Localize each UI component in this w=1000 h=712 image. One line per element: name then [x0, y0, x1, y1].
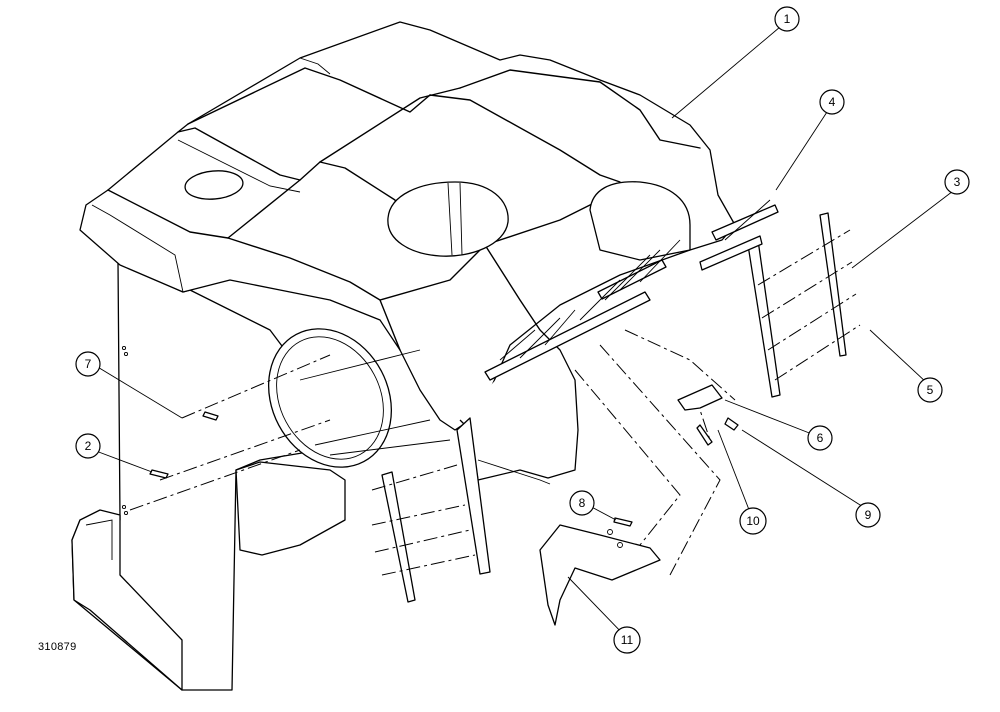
callout-10-label: 10 — [746, 514, 760, 528]
hood-lower-base-edge — [85, 519, 113, 560]
figure-number: 310879 — [38, 641, 77, 653]
callout-11: 11 — [613, 626, 641, 654]
callout-leaders — [95, 26, 958, 638]
front-round-opening — [267, 328, 393, 468]
callout-9-label: 9 — [865, 508, 872, 522]
hood-ridge-7 — [429, 94, 621, 183]
clip-6 — [677, 384, 723, 411]
assembly-lines — [129, 229, 861, 576]
hood-ridge-3 — [187, 67, 431, 125]
far-right-strip — [819, 212, 847, 357]
hood-ridge-10 — [91, 204, 184, 293]
hood-center-slot — [235, 461, 346, 556]
hardware-parts — [149, 384, 739, 626]
hood-ridge-12 — [177, 139, 301, 193]
hood-ridge-5 — [227, 237, 401, 351]
bolt-10 — [696, 424, 713, 446]
washer — [607, 529, 613, 535]
screw-2 — [149, 469, 169, 479]
callout-3: 3 — [944, 169, 970, 195]
column-hole — [123, 510, 129, 516]
center-angle-bracket — [484, 291, 651, 381]
column-hole — [121, 345, 127, 351]
callout-10: 10 — [739, 507, 767, 535]
seal-strips — [381, 204, 847, 603]
upper-angle-bracket — [597, 259, 667, 300]
hood-ridge-8 — [484, 244, 541, 331]
callout-6: 6 — [807, 425, 833, 451]
callout-2: 2 — [75, 433, 101, 459]
screw-8 — [613, 517, 633, 527]
nut-9 — [724, 417, 739, 431]
callout-1-label: 1 — [784, 12, 791, 26]
top-hole-small — [184, 170, 244, 200]
callout-3-label: 3 — [954, 175, 961, 189]
hood-lower-base — [71, 509, 183, 691]
hood-ridge-2 — [177, 127, 301, 181]
top-hole-large-inner — [447, 182, 463, 256]
callout-4-label: 4 — [829, 95, 836, 109]
callout-8: 8 — [569, 490, 595, 516]
callout-4: 4 — [819, 89, 845, 115]
right-vertical-strip — [747, 239, 781, 398]
washer — [617, 542, 623, 548]
hood-inner-floor — [477, 459, 551, 485]
callout-8-label: 8 — [579, 496, 586, 510]
top-hole-large — [387, 181, 509, 257]
hood-ridge-11 — [299, 57, 331, 75]
callout-6-label: 6 — [817, 431, 824, 445]
column-hole — [123, 351, 129, 357]
callout-7-label: 7 — [85, 357, 92, 371]
bracket-hatching — [499, 199, 771, 361]
callout-2-label: 2 — [85, 439, 92, 453]
hood-ridge-6 — [459, 69, 701, 149]
bracket-11 — [539, 524, 661, 626]
top-cutout-right — [589, 181, 691, 261]
right-top-bracket — [699, 235, 763, 271]
front-round-opening-inner — [276, 336, 384, 460]
inner-frame-lines — [299, 349, 451, 456]
callout-11-label: 11 — [621, 633, 634, 647]
screw-7 — [202, 411, 219, 421]
column-hole — [121, 504, 127, 510]
rear-seal-strip — [456, 417, 491, 575]
callout-9: 9 — [855, 502, 881, 528]
front-seal-strip — [381, 471, 416, 603]
callout-5: 5 — [917, 377, 943, 403]
callout-7: 7 — [75, 351, 101, 377]
callout-1: 1 — [774, 6, 800, 32]
hood-assembly — [71, 21, 736, 691]
callout-5-label: 5 — [927, 383, 934, 397]
